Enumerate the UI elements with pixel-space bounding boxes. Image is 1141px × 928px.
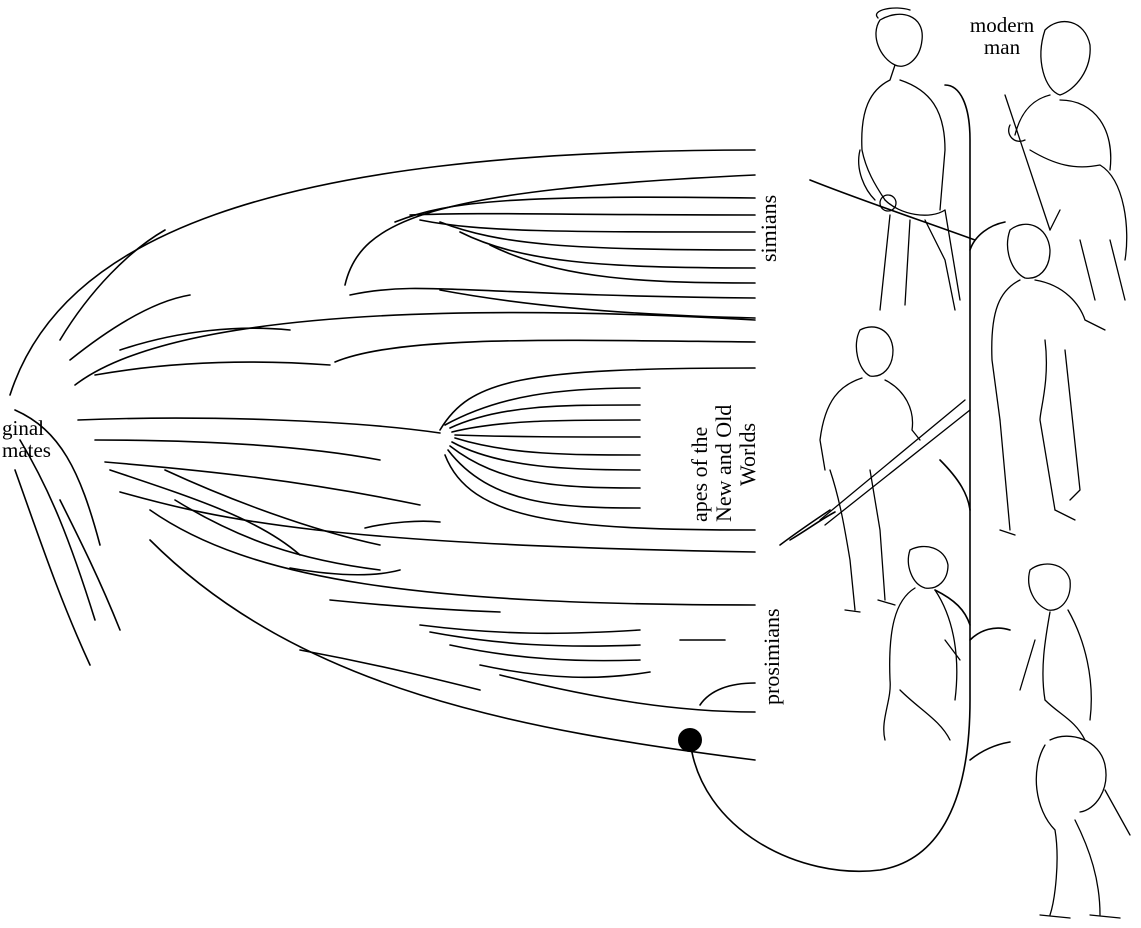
modern-man-figure (859, 8, 960, 310)
branch (420, 220, 755, 232)
branch (150, 540, 755, 760)
branch (420, 625, 640, 633)
modern-man-label-line2: man (960, 36, 1044, 58)
apes-label-line2: New and Old (712, 405, 736, 522)
modern-man-label-line1: modern (960, 14, 1044, 36)
branch (20, 440, 95, 620)
branch (455, 435, 640, 437)
apes-label: apes of the New and Old Worlds (688, 405, 760, 522)
branch (935, 590, 970, 625)
branch (75, 313, 755, 385)
branch (330, 600, 500, 612)
branch (395, 197, 755, 222)
branch (15, 470, 90, 665)
branch (440, 222, 755, 250)
branch (60, 500, 120, 630)
bearded-early-man-figure (1005, 22, 1127, 300)
modern-man-label: modern man (960, 14, 1044, 58)
branch (70, 295, 190, 360)
branch (120, 328, 290, 350)
branch (500, 675, 755, 712)
branch (430, 632, 640, 646)
apes-label-line3: Worlds (736, 405, 760, 522)
root-label-line2: mates (2, 439, 51, 461)
branch (448, 450, 640, 508)
ape-figure-right (1020, 564, 1091, 740)
branch (940, 460, 970, 510)
branch (410, 214, 755, 215)
branch (350, 288, 755, 298)
branch (78, 418, 440, 433)
common-ancestor-node (678, 728, 702, 752)
branch (790, 512, 835, 540)
branch (335, 340, 755, 362)
branch (150, 510, 755, 605)
branch (970, 628, 1010, 640)
prosimians-label: prosimians (760, 608, 784, 705)
branch (455, 438, 640, 455)
branch (175, 500, 380, 570)
branch (452, 442, 640, 470)
ape-figure-left (884, 546, 960, 740)
branch (345, 175, 755, 285)
branch (970, 222, 1005, 250)
branch (365, 521, 440, 528)
branch (95, 362, 330, 375)
branch (970, 742, 1010, 760)
branch (450, 645, 640, 661)
branch (780, 510, 830, 545)
branch (10, 150, 755, 395)
branch (490, 245, 755, 283)
simians-label: simians (757, 195, 781, 262)
root-label: ginal mates (2, 417, 51, 461)
branch (452, 420, 640, 432)
apes-label-line1: apes of the (688, 405, 712, 522)
branch (450, 405, 640, 428)
branch (95, 440, 380, 460)
branch (700, 683, 755, 705)
crouching-primate-figure (1036, 736, 1130, 918)
root-label-line1: ginal (2, 417, 51, 439)
branch (60, 230, 165, 340)
branch (480, 665, 650, 677)
